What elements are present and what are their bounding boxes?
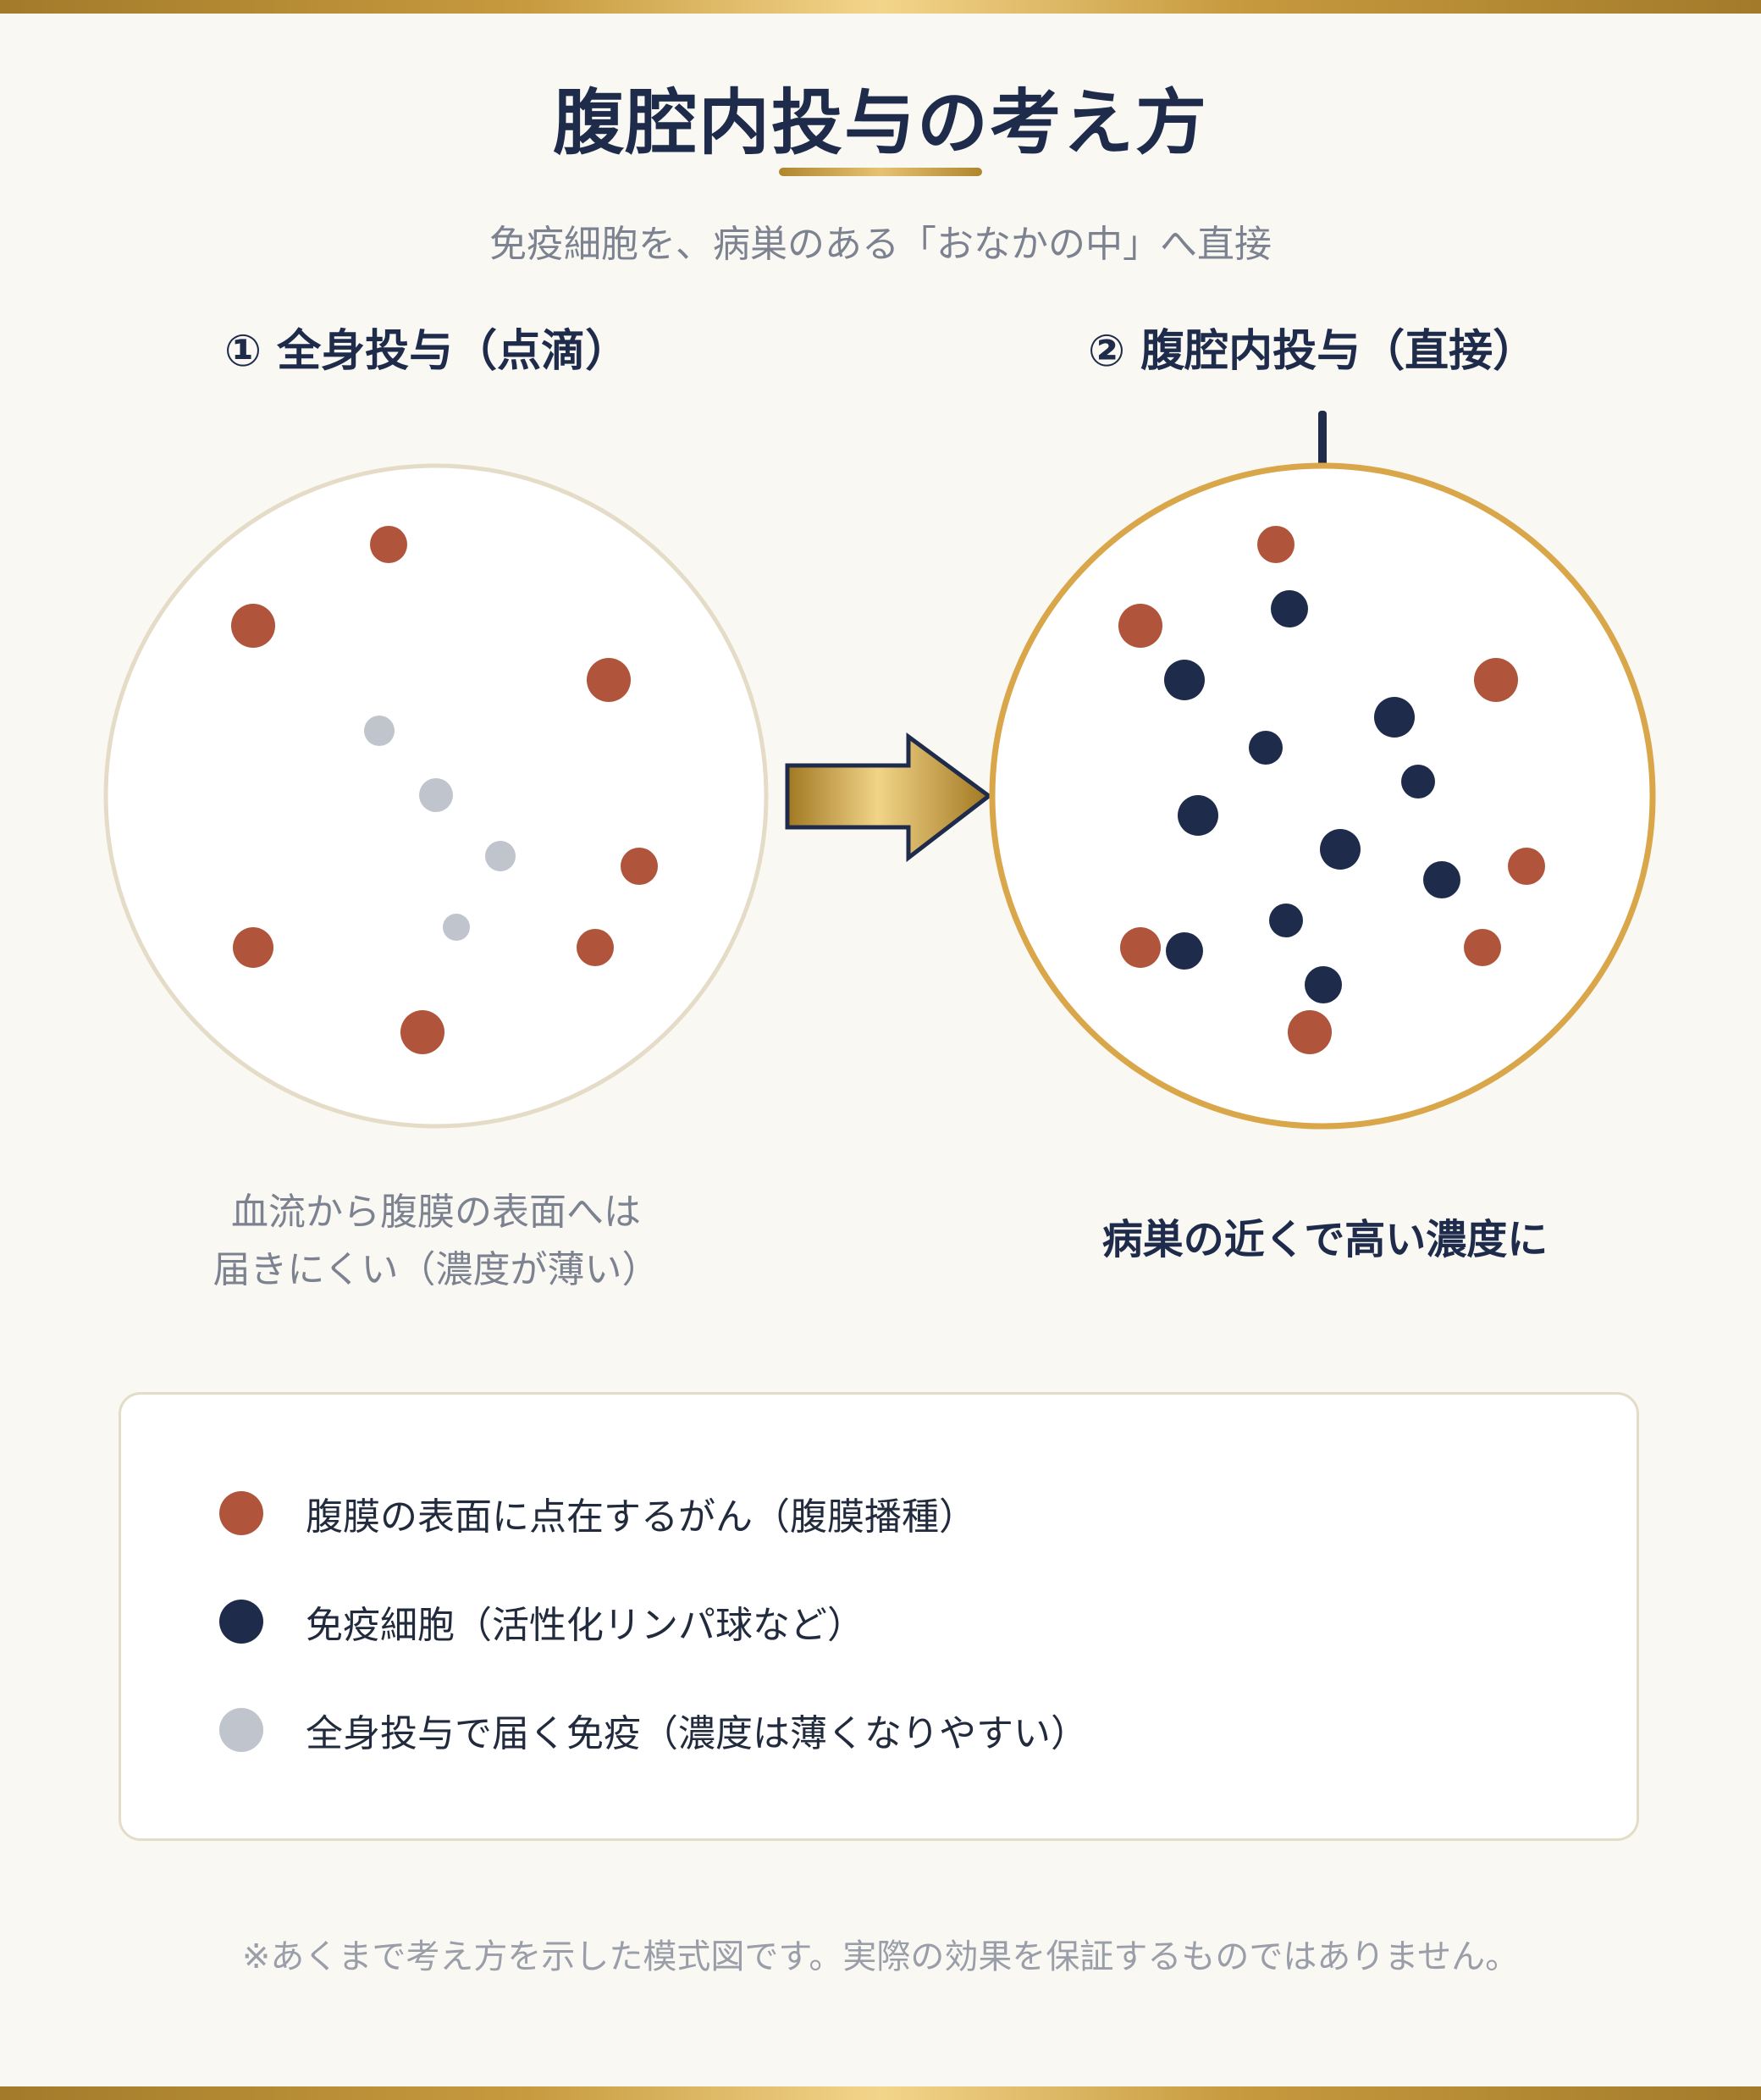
cancer-dot <box>1508 848 1545 885</box>
immune-dot <box>1249 731 1283 765</box>
systemic-dot <box>419 778 453 812</box>
legend-label-immune: 免疫細胞（活性化リンパ球など） <box>306 1604 864 1647</box>
systemic-caption: 血流から腹膜の表面へは 届きにくい（濃度が薄い） <box>102 1184 770 1299</box>
cancer-dot <box>233 927 273 968</box>
cancer-dot <box>400 1010 444 1054</box>
intraperitoneal-heading: ② 腹腔内投与（直接） <box>1088 326 1537 377</box>
legend-item-systemic: 全身投与で届く免疫（濃度は薄くなりやすい） <box>219 1705 1088 1755</box>
bottom-gold-bar <box>0 2086 1761 2100</box>
cancer-dot-icon <box>219 1491 263 1535</box>
legend-item-immune: 免疫細胞（活性化リンパ球など） <box>219 1596 864 1647</box>
injection-line <box>1318 411 1327 466</box>
cancer-dot <box>1257 526 1295 563</box>
transition-arrow <box>785 732 993 863</box>
cancer-dot <box>1288 1010 1332 1054</box>
legend-label-cancer: 腹膜の表面に点在するがん（腹膜播種） <box>306 1495 976 1539</box>
cancer-dot <box>621 848 658 885</box>
immune-dot <box>1271 590 1308 627</box>
systemic-dot-icon <box>219 1708 263 1752</box>
immune-dot <box>1423 861 1460 898</box>
cancer-dot <box>577 929 614 966</box>
systemic-dots <box>231 526 658 1054</box>
title-underline <box>779 168 982 176</box>
immune-dot <box>1401 765 1435 799</box>
intraperitoneal-caption: 病巣の近くで高い濃度に <box>1101 1216 1548 1263</box>
cancer-dot <box>370 526 407 563</box>
systemic-caption-line-1: 血流から腹膜の表面へは <box>231 1191 641 1234</box>
systemic-dot <box>443 914 470 941</box>
immune-dot <box>1305 966 1342 1003</box>
legend-label-systemic: 全身投与で届く免疫（濃度は薄くなりやすい） <box>306 1712 1088 1755</box>
immune-dot <box>1374 697 1415 738</box>
cancer-dot <box>1464 929 1501 966</box>
immune-dot <box>1166 932 1203 970</box>
immune-dot <box>1178 795 1218 836</box>
top-gold-bar <box>0 0 1761 14</box>
immune-dot-icon <box>219 1600 263 1644</box>
cancer-dot <box>1118 604 1162 648</box>
immune-dot <box>1320 829 1361 870</box>
intraperitoneal-dots <box>1118 526 1545 1054</box>
comparison-diagram <box>103 411 1656 1130</box>
legend-item-cancer: 腹膜の表面に点在するがん（腹膜播種） <box>219 1488 976 1539</box>
systemic-heading: ① 全身投与（点滴） <box>224 326 630 377</box>
immune-dot <box>1164 660 1205 700</box>
cancer-dot <box>1120 927 1161 968</box>
systemic-dot <box>364 716 395 746</box>
disclaimer-footnote: ※あくまで考え方を示した模式図です。実際の効果を保証するものではありません。 <box>241 1937 1520 1976</box>
page-subtitle: 免疫細胞を、病巣のある「おなかの中」へ直接 <box>489 223 1272 266</box>
legend-box: 腹膜の表面に点在するがん（腹膜播種） 免疫細胞（活性化リンパ球など） 全身投与で… <box>119 1392 1639 1841</box>
systemic-dot <box>485 841 516 871</box>
systemic-caption-line-2: 届きにくい（濃度が薄い） <box>213 1248 660 1291</box>
immune-dot <box>1269 904 1303 937</box>
cancer-dot <box>587 658 631 702</box>
cancer-dot <box>231 604 275 648</box>
cancer-dot <box>1474 658 1518 702</box>
page-title: 腹腔内投与の考え方 <box>552 80 1208 164</box>
